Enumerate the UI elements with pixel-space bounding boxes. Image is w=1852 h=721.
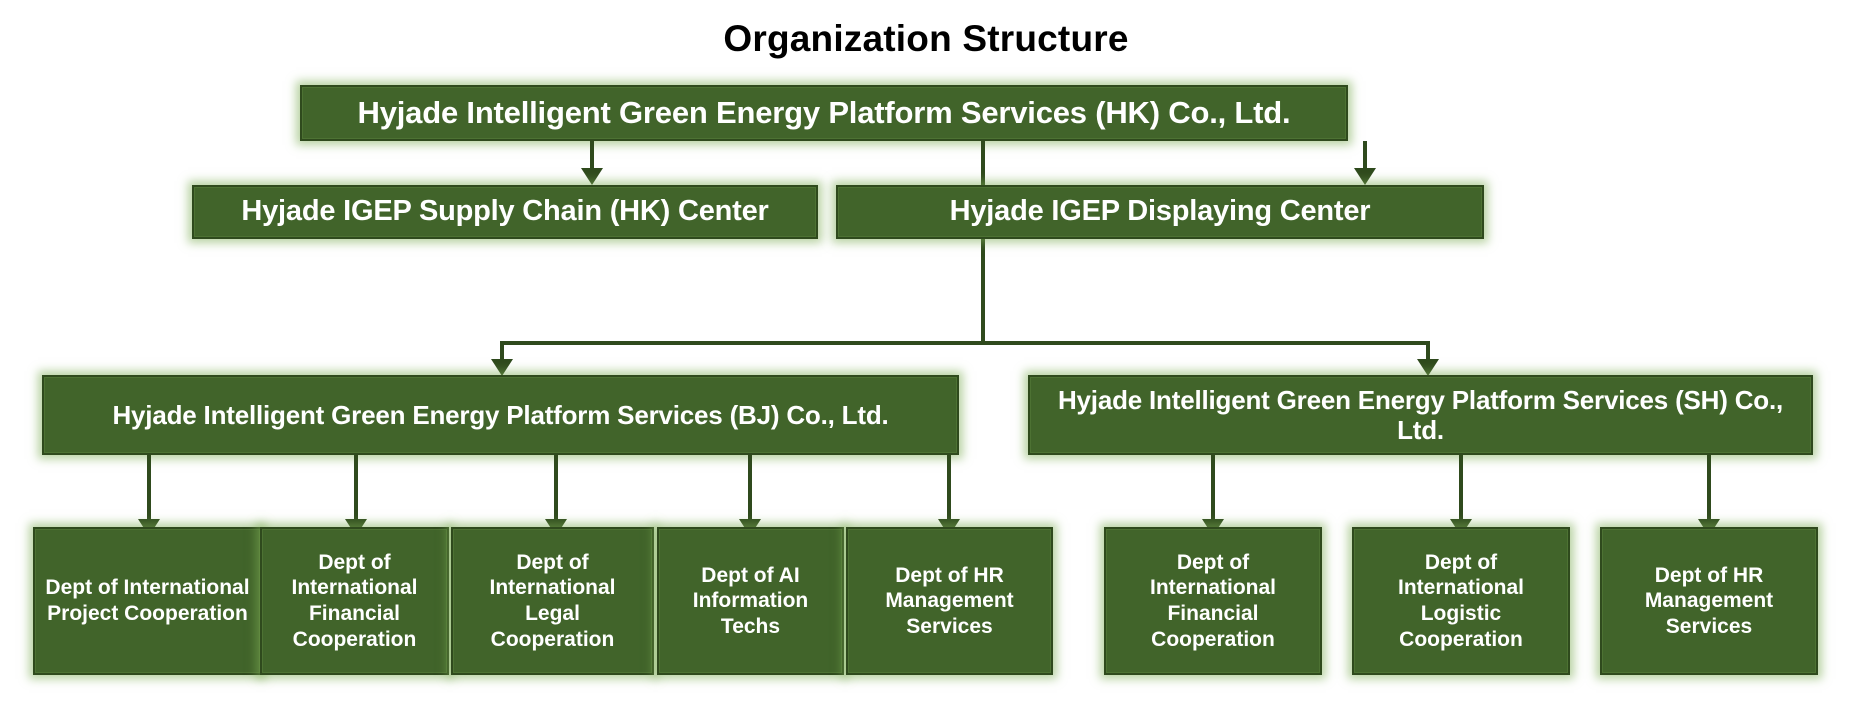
org-node-sh-dept-2[interactable]: Dept of International Logistic Cooperati… <box>1352 527 1570 675</box>
org-node-root-label: Hyjade Intelligent Green Energy Platform… <box>357 95 1291 131</box>
arrowhead-supply-chain <box>581 168 603 185</box>
org-node-displaying-center[interactable]: Hyjade IGEP Displaying Center <box>836 185 1484 239</box>
org-node-bj-dept-2-label: Dept of International Financial Cooperat… <box>291 550 418 651</box>
connector-bus-right-drop <box>1426 341 1430 363</box>
connector-bj-dept-4 <box>748 455 752 525</box>
connector-sh-dept-3 <box>1707 455 1711 525</box>
arrowhead-bj-company <box>491 359 513 376</box>
connector-root-to-supply-chain <box>590 141 594 171</box>
org-node-sh-company[interactable]: Hyjade Intelligent Green Energy Platform… <box>1028 375 1813 455</box>
org-node-sh-dept-3-label: Dept of HR Management Services <box>1644 563 1774 638</box>
org-node-bj-dept-2[interactable]: Dept of International Financial Cooperat… <box>260 527 449 675</box>
org-node-sh-dept-3[interactable]: Dept of HR Management Services <box>1600 527 1818 675</box>
page-title: Organization Structure <box>723 18 1129 59</box>
org-node-sh-company-label: Hyjade Intelligent Green Energy Platform… <box>1057 384 1784 445</box>
org-node-bj-dept-1-label: Dept of International Project Cooperatio… <box>45 576 250 625</box>
connector-bj-dept-1 <box>147 455 151 525</box>
org-node-bj-dept-4-label: Dept of AI Information Techs <box>692 563 809 638</box>
connector-bus-level3 <box>500 341 1430 345</box>
connector-bj-dept-3 <box>554 455 558 525</box>
connector-root-trunk <box>981 141 985 345</box>
org-node-bj-dept-4[interactable]: Dept of AI Information Techs <box>657 527 844 675</box>
org-node-supply-chain-label: Hyjade IGEP Supply Chain (HK) Center <box>241 195 769 228</box>
connector-bj-dept-2 <box>354 455 358 525</box>
org-node-bj-company[interactable]: Hyjade Intelligent Green Energy Platform… <box>42 375 959 455</box>
org-node-bj-dept-3-label: Dept of International Legal Cooperation <box>489 550 616 651</box>
connector-bus-left-drop <box>500 341 504 363</box>
arrowhead-displaying <box>1354 168 1376 185</box>
org-node-bj-dept-5[interactable]: Dept of HR Management Services <box>846 527 1053 675</box>
connector-root-to-displaying <box>1363 141 1367 171</box>
org-node-bj-dept-1[interactable]: Dept of International Project Cooperatio… <box>33 527 262 675</box>
org-node-displaying-center-label: Hyjade IGEP Displaying Center <box>949 195 1371 228</box>
arrowhead-sh-company <box>1417 359 1439 376</box>
org-node-sh-dept-2-label: Dept of International Logistic Cooperati… <box>1397 550 1524 651</box>
connector-bj-dept-5 <box>947 455 951 525</box>
org-node-bj-company-label: Hyjade Intelligent Green Energy Platform… <box>112 399 889 430</box>
org-node-sh-dept-1[interactable]: Dept of International Financial Cooperat… <box>1104 527 1322 675</box>
org-node-sh-dept-1-label: Dept of International Financial Cooperat… <box>1149 550 1276 651</box>
org-node-bj-dept-3[interactable]: Dept of International Legal Cooperation <box>451 527 654 675</box>
connector-sh-dept-2 <box>1459 455 1463 525</box>
org-node-root[interactable]: Hyjade Intelligent Green Energy Platform… <box>300 85 1348 141</box>
org-node-supply-chain[interactable]: Hyjade IGEP Supply Chain (HK) Center <box>192 185 818 239</box>
org-node-bj-dept-5-label: Dept of HR Management Services <box>885 563 1014 638</box>
connector-sh-dept-1 <box>1211 455 1215 525</box>
